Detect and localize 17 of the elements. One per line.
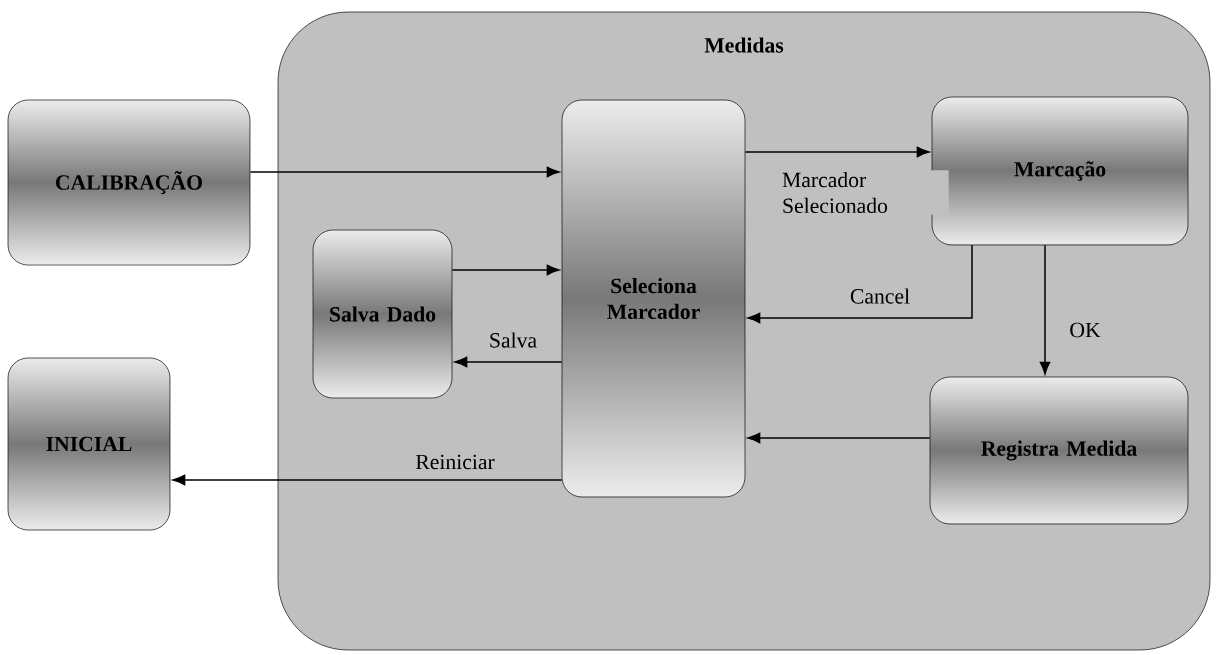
arrow: [747, 432, 931, 444]
process-box: Salva Dado: [312, 229, 453, 399]
arrow: [1039, 244, 1051, 375]
arrow: [454, 356, 563, 368]
arrow: [744, 146, 930, 158]
arrow: [172, 474, 563, 486]
arrow: [249, 166, 560, 178]
arrow: [451, 264, 560, 276]
edge-label: Marcador Selecionado: [780, 170, 949, 215]
process-box: Seleciona Marcador: [561, 99, 746, 498]
edge-label: OK: [1067, 321, 1103, 339]
edge-label: Reiniciar: [413, 453, 497, 471]
process-box: Marcação: [931, 96, 1189, 246]
process-box: CALIBRAÇÃO: [7, 99, 251, 266]
arrow: [747, 244, 973, 324]
process-box: INICIAL: [7, 357, 171, 531]
process-box: Registra Medida: [929, 376, 1189, 525]
